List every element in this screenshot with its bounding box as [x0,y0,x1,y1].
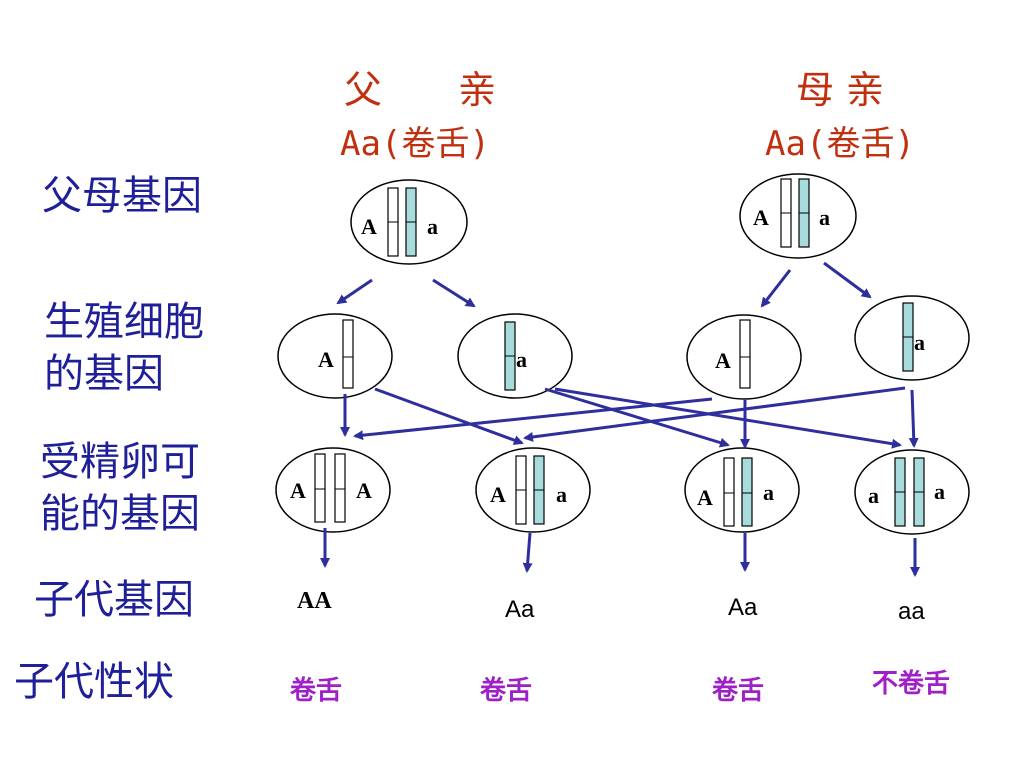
offspring-2-trait: 卷舌 [480,676,533,706]
zygote-3-allele-left: A [697,485,713,510]
arrow-gamete-4-to-zygote-2 [523,386,906,442]
mother-cell: A a [739,173,857,259]
gamete-cell-3: A [686,314,802,400]
zygote-cell-3: A a [684,447,800,533]
row-label-offspring-traits: 子代性状 [14,659,174,705]
offspring-1-genotype: AA [297,588,332,614]
row-label-offspring-genes: 子代基因 [34,577,194,623]
zygote-3-allele-right: a [763,480,774,505]
offspring-3-genotype: Aa [728,594,758,621]
row-label-gamete-line2: 的基因 [44,351,164,397]
arrow-mother-to-gamete-4 [823,261,872,299]
arrow-gamete-3-to-zygote-1 [353,397,713,441]
offspring-1-trait: 卷舌 [290,676,343,706]
offspring-2-genotype: Aa [505,596,535,623]
zygote-cell-4: a a [854,449,970,535]
offspring-4-genotype: aa [898,598,925,625]
zygote-4-allele-left: a [868,483,879,508]
gamete-3-allele: A [715,348,731,373]
arrow-father-to-gamete-2 [432,278,476,308]
gamete-cell-1: A [277,313,393,399]
father-allele-right: a [427,214,438,239]
arrow-gamete-2-to-zygote-4 [554,387,902,449]
mother-allele-left: A [753,205,769,230]
arrow-gamete-1-to-zygote-2 [374,387,524,445]
row-label-gamete-line1: 生殖细胞 [44,299,204,345]
row-label-zygote-line1: 受精卵可 [40,439,200,485]
gamete-4-allele: a [914,330,925,355]
father-allele-left: A [361,214,377,239]
father-cell: A a [350,179,468,265]
gamete-2-allele: a [516,347,527,372]
offspring-4-trait: 不卷舌 [872,669,951,699]
row-label-zygote-genes: 受精卵可 能的基因 [40,436,200,540]
row-label-parent-genes: 父母基因 [42,173,202,219]
zygote-2-allele-left: A [490,482,506,507]
arrow-gamete-4-to-zygote-4 [908,389,919,448]
zygote-1-allele-right: A [356,478,372,503]
arrow-mother-to-gamete-3 [760,269,792,308]
father-genotype: Aa(卷舌) [340,124,490,164]
arrow-gamete-2-to-zygote-3 [544,387,730,448]
father-title: 父 亲 [343,68,496,112]
mother-title: 母 亲 [795,68,885,112]
gamete-1-allele: A [318,347,334,372]
mother-genotype: Aa(卷舌) [765,124,915,164]
arrow-father-to-gamete-1 [336,278,373,305]
offspring-3-trait: 卷舌 [712,676,765,706]
zygote-1-allele-left: A [290,478,306,503]
gamete-cell-4: a [854,295,970,381]
zygote-4-allele-right: a [934,479,945,504]
gamete-cell-2: a [457,313,573,399]
row-label-zygote-line2: 能的基因 [40,491,200,537]
zygote-2-allele-right: a [556,482,567,507]
zygote-cell-1: A A [275,447,391,533]
mother-allele-right: a [819,205,830,230]
row-label-gamete-genes: 生殖细胞 的基因 [44,296,204,400]
arrow-zygote-2-to-offspring [522,532,533,573]
zygote-cell-2: A a [475,447,591,533]
